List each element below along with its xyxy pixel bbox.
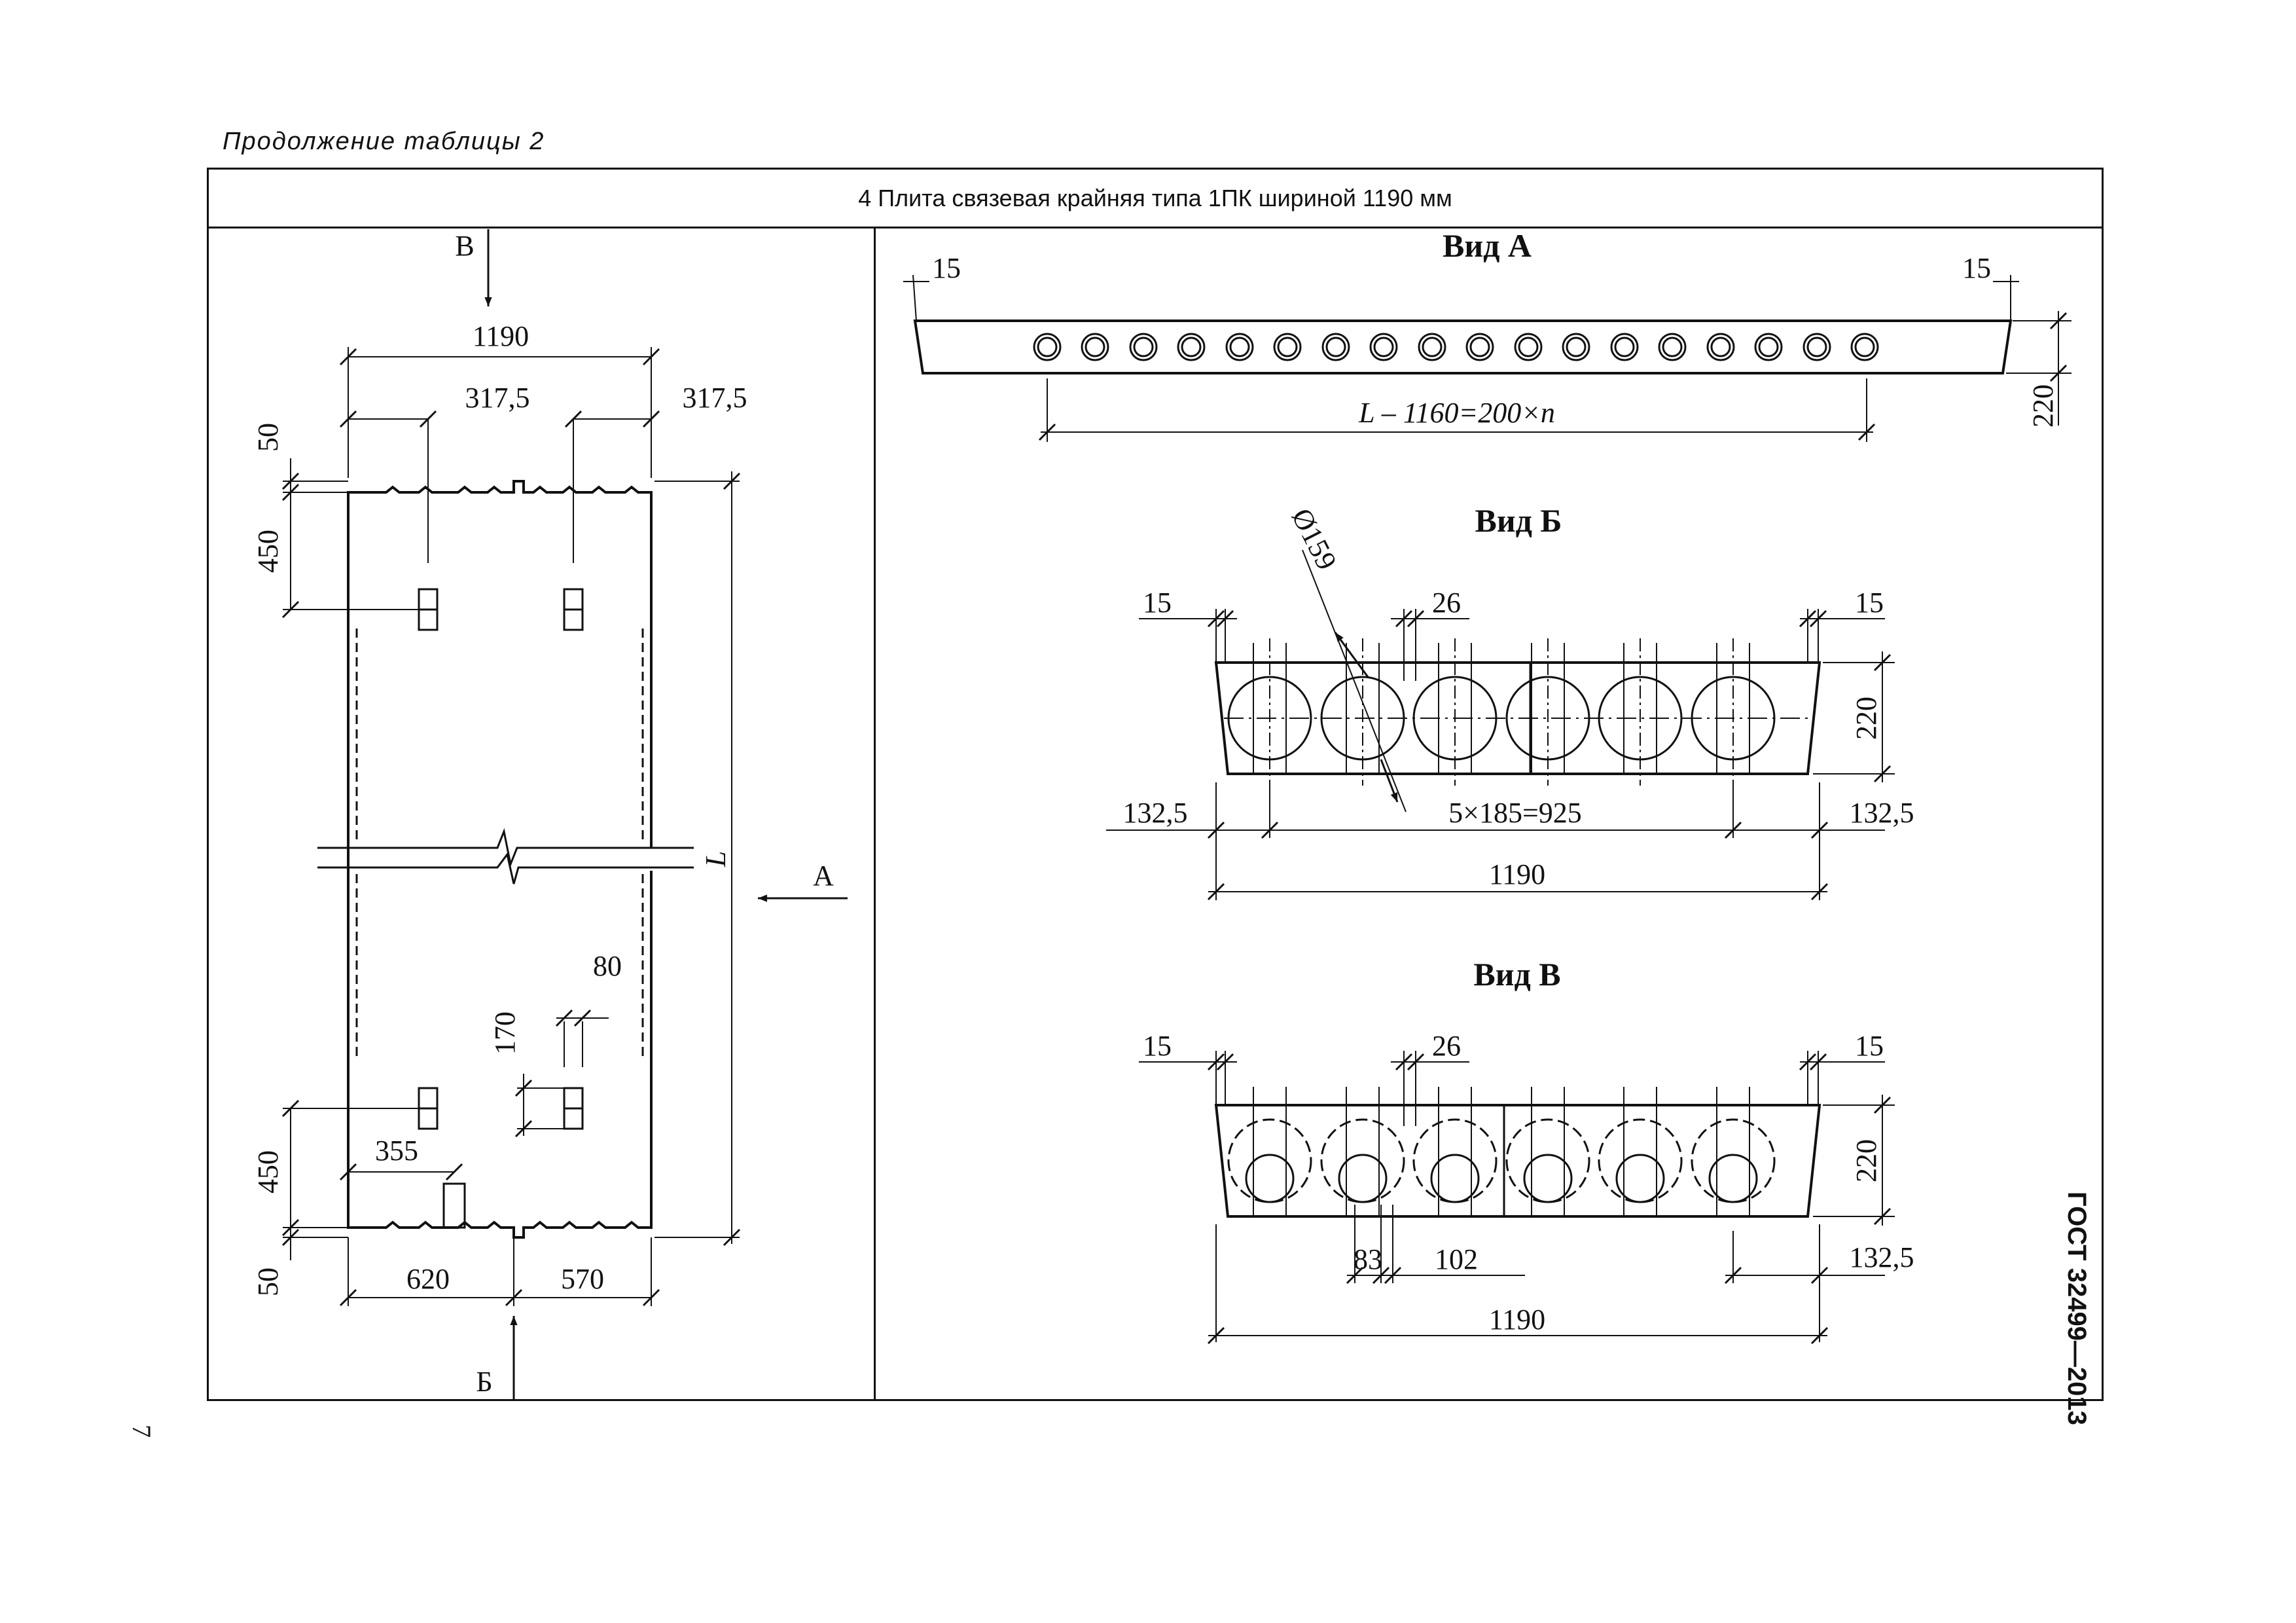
view-b-dim-1190: 1190	[1489, 858, 1545, 890]
break-line	[317, 828, 694, 868]
view-v	[1139, 1051, 1895, 1345]
table-row-title: 4 Плита связевая крайняя типа 1ПК ширино…	[209, 170, 2102, 228]
view-a-title: Вид А	[1443, 227, 1532, 264]
arrow-label-v: В	[455, 230, 474, 262]
dim-50-top: 50	[252, 423, 284, 452]
table-frame: 4 Плита связевая крайняя типа 1ПК ширино…	[207, 168, 2104, 1401]
view-v-dim-132-right: 132,5	[1850, 1241, 1914, 1273]
view-b-dim-15-left: 15	[1143, 587, 1172, 619]
dim-355: 355	[375, 1135, 418, 1167]
view-a-slab	[913, 319, 2013, 374]
embedded-plate	[442, 1182, 466, 1229]
slab-outline-bottom	[347, 871, 653, 1239]
view-a-dim-length: L – 1160=200×n	[1358, 397, 1555, 429]
view-b-dim-925: 5×185=925	[1448, 797, 1582, 829]
view-v-title: Вид В	[1473, 956, 1560, 993]
view-a-dim-15-left: 15	[932, 252, 961, 284]
dim-620: 620	[406, 1263, 450, 1295]
view-b-dim-132-left: 132,5	[1123, 797, 1188, 829]
view-b-section	[1214, 661, 1821, 775]
dim-80: 80	[593, 950, 622, 982]
view-v-labels: Вид В 15 26 15 220 83 102 132,5 1190	[1143, 956, 1914, 1336]
dim-570: 570	[561, 1263, 604, 1295]
view-b	[1106, 549, 1895, 901]
plan-view	[281, 229, 848, 1401]
arrow-label-b: Б	[476, 1366, 492, 1398]
dim-450-bottom: 450	[252, 1150, 284, 1194]
view-b-dim-132-right: 132,5	[1850, 797, 1914, 829]
view-v-section	[1214, 1104, 1821, 1218]
table-continuation-caption: Продолжение таблицы 2	[223, 128, 545, 155]
plan-labels: В 1190 317,5 317,5 50 450 450 50 L А 80 …	[252, 230, 834, 1398]
view-a-dim-220: 220	[2027, 384, 2059, 428]
view-a	[903, 274, 2072, 442]
view-b-title: Вид Б	[1475, 502, 1562, 539]
view-b-labels: Вид Б Ø159 15 26 15 220 132,5 5×185=925 …	[1123, 502, 1914, 890]
dim-50-bottom: 50	[252, 1267, 284, 1296]
view-b-dim-26: 26	[1432, 587, 1461, 619]
view-a-labels: Вид А 15 15 220 L – 1160=200×n	[932, 227, 2059, 429]
standard-designation-text: ГОСТ 32499—2013	[2062, 1192, 2091, 1425]
column-divider	[874, 228, 876, 1399]
view-v-dim-15-left: 15	[1143, 1030, 1172, 1062]
arrow-label-a: А	[813, 860, 834, 892]
view-v-dim-1190: 1190	[1489, 1304, 1545, 1336]
dim-length-l: L	[700, 851, 732, 867]
view-b-dim-15-right: 15	[1855, 587, 1884, 619]
view-v-dim-15-right: 15	[1855, 1030, 1884, 1062]
view-b-dim-220: 220	[1850, 697, 1882, 740]
page-number-text: 7	[127, 1425, 156, 1438]
view-a-voids	[1033, 333, 1879, 361]
dim-plan-width: 1190	[473, 320, 529, 352]
view-a-dim-15-right: 15	[1962, 252, 1991, 284]
view-b-dim-diameter: Ø159	[1285, 503, 1343, 575]
dim-170: 170	[489, 1012, 521, 1055]
view-v-dim-220: 220	[1850, 1139, 1882, 1182]
dim-450-top: 450	[252, 530, 284, 573]
dim-317-left: 317,5	[465, 382, 530, 414]
dim-317-right: 317,5	[683, 382, 747, 414]
slab-outline-top	[347, 480, 653, 848]
view-v-dim-26: 26	[1432, 1030, 1461, 1062]
view-v-dim-83: 83	[1354, 1243, 1382, 1275]
view-v-dim-102: 102	[1435, 1243, 1478, 1275]
